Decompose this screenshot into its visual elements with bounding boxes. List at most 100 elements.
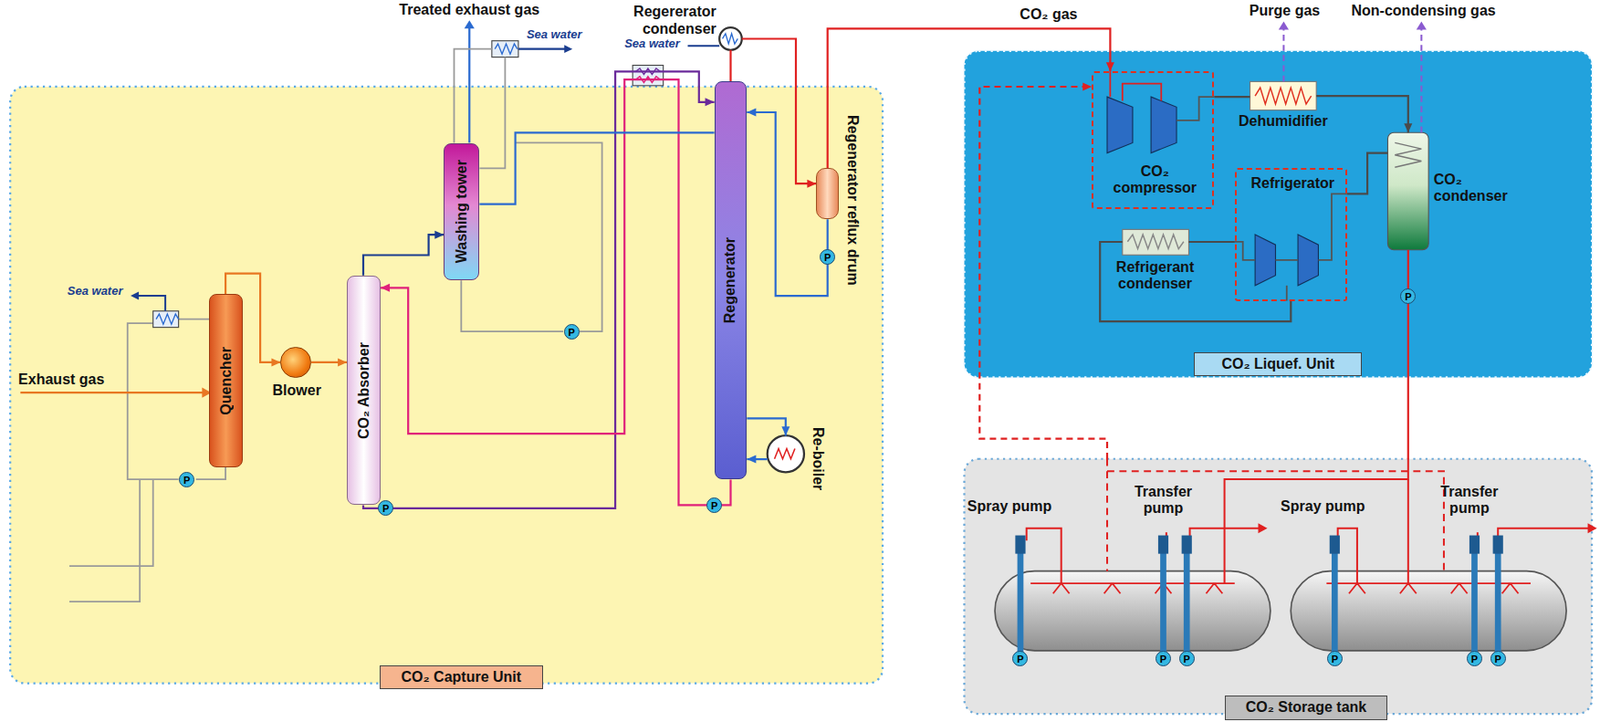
equipment-label: Refrigerator xyxy=(1238,175,1348,192)
compressor-group: CO₂ compressor xyxy=(1091,71,1214,210)
pump-shaft xyxy=(1014,535,1025,555)
flow-line xyxy=(742,39,817,185)
column-label: Quencher xyxy=(218,346,235,416)
arrow-head xyxy=(746,107,756,116)
refrigerant-condenser-symbol xyxy=(1122,229,1190,255)
exhaust-gas-line xyxy=(20,391,203,394)
equipment-label: CO₂ compressor xyxy=(1098,163,1212,198)
reboiler-symbol: Re-boiler xyxy=(767,435,805,472)
equipment-label: CO₂ condenser xyxy=(1433,171,1518,206)
reboiler-symbol xyxy=(767,435,805,472)
equipment-label: Regenerator reflux drum xyxy=(843,115,860,286)
storage-tank xyxy=(994,571,1567,651)
flow-line xyxy=(1347,153,1389,195)
pump-symbol: P xyxy=(1400,288,1416,304)
condenser-symbol xyxy=(722,33,739,44)
utility-label: Sea water xyxy=(67,284,134,299)
column-label: CO₂ Absorber xyxy=(355,342,373,440)
equipment-label: Regererator condenser xyxy=(610,3,717,38)
arrow-head xyxy=(337,357,347,367)
arrow-head xyxy=(271,357,281,367)
arrow-head xyxy=(1403,123,1412,133)
co2-condenser-symbol xyxy=(1387,132,1429,250)
flow-line xyxy=(827,28,1111,168)
flow-arrowhead xyxy=(1416,20,1427,30)
dehumidifier-symbol xyxy=(1250,81,1318,110)
quencher-loop xyxy=(69,319,226,602)
arrow-head xyxy=(806,179,816,189)
stream-label: Treated exhaust gas xyxy=(387,1,552,19)
flow-arrowhead xyxy=(1278,20,1427,30)
column-label: Regenerator xyxy=(721,237,739,324)
dehumidifier-box: Dehumidifier xyxy=(1250,81,1318,110)
stream-label: Transfer pump xyxy=(1428,483,1510,518)
refrigerant-condenser-symbol xyxy=(1122,229,1190,255)
quencher-loop xyxy=(196,467,226,480)
compressor-symbol xyxy=(1297,234,1318,286)
heat-exchanger xyxy=(494,43,518,54)
flow-arrowhead xyxy=(1278,20,1289,30)
pump-symbol: P xyxy=(706,497,722,513)
boil-off-line xyxy=(1107,459,1444,572)
pump-shaft xyxy=(1331,550,1339,653)
sea-water-line xyxy=(136,45,720,311)
arrow-head xyxy=(705,97,715,106)
flow-line xyxy=(479,132,714,204)
heat-exchanger xyxy=(156,313,179,325)
pump-symbol: P xyxy=(1179,650,1195,667)
flow-line xyxy=(1213,95,1250,98)
storage-region-ground xyxy=(963,459,1592,714)
pump-shaft xyxy=(1471,550,1478,653)
compressor-symbol xyxy=(1150,96,1177,153)
stream-label: Exhaust gas xyxy=(18,371,121,388)
flow-line xyxy=(380,79,732,505)
flow-line xyxy=(979,86,1108,460)
condenser-symbol xyxy=(719,27,743,51)
blower-symbol: Blower xyxy=(280,346,312,378)
quencher-loop xyxy=(127,323,179,480)
arrow-head xyxy=(781,426,790,436)
flow-line xyxy=(363,71,715,509)
flow-arrowhead xyxy=(1588,522,1598,534)
flow-line xyxy=(1407,250,1410,460)
condenser-symbol xyxy=(719,27,743,51)
compressor-piping xyxy=(1176,96,1214,121)
pump-shaft xyxy=(1469,535,1480,555)
liquefaction-region: CO₂ Liquef. UnitCO₂ compressorDehumidifi… xyxy=(963,51,1592,378)
boil-off-line xyxy=(1107,470,1444,571)
compressor-piping xyxy=(1108,71,1111,97)
storage-piping xyxy=(1224,459,1409,584)
flow-line xyxy=(363,234,444,276)
arrow-head xyxy=(434,230,444,240)
refrigerant-condenser-symbol xyxy=(1127,234,1183,250)
equipment-label: Dehumidifier xyxy=(1224,113,1343,130)
heat-exchanger xyxy=(153,311,179,328)
vent-gas-line xyxy=(1282,28,1285,82)
quencher-column: Quencher xyxy=(209,293,243,468)
compressor-piping xyxy=(1317,193,1347,261)
washing-loop xyxy=(515,142,603,332)
pump-symbol: P xyxy=(819,249,836,265)
pump-shaft xyxy=(1017,550,1025,653)
stream-label: Spray pump xyxy=(967,498,1070,515)
reflux-drum: Regenerator reflux drum xyxy=(815,167,839,220)
refrigerant-condenser-box: Refrigerant condenser xyxy=(1122,230,1190,256)
column-label: Washing tower xyxy=(453,159,471,263)
stream-label: Non-condensing gas xyxy=(1341,2,1506,20)
spray-header xyxy=(1349,583,1519,594)
utility-label: Sea water xyxy=(526,28,598,42)
spray-header xyxy=(1053,583,1224,594)
storage-piping xyxy=(1338,528,1358,584)
compressor-symbol xyxy=(1254,234,1276,286)
flow-line xyxy=(746,418,786,436)
boil-off-line xyxy=(1106,459,1109,572)
equipment-label: Refrigerant condenser xyxy=(1093,259,1216,293)
storage-piping xyxy=(1026,528,1062,584)
arrow-head xyxy=(746,455,756,464)
flow-line xyxy=(1188,240,1234,243)
treated-gas-line xyxy=(464,20,475,143)
storage-piping xyxy=(1497,528,1590,538)
condenser-vessel: CO₂ condenser xyxy=(1387,132,1429,251)
vent-gas-line xyxy=(1420,28,1423,133)
compressor-piping xyxy=(1234,241,1255,261)
